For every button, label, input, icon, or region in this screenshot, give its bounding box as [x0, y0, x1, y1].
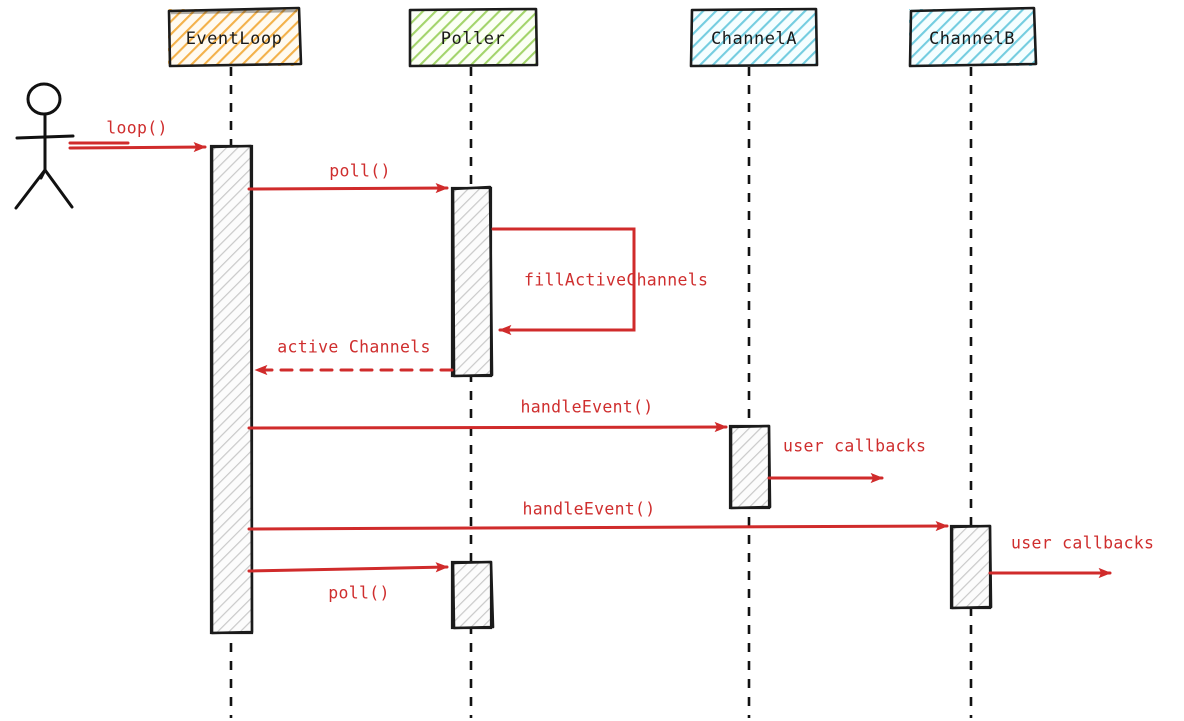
- participant-label: Poller: [441, 29, 505, 49]
- message-user-callbacks-1[interactable]: user callbacks: [767, 437, 926, 484]
- activation-channelb: [949, 524, 993, 610]
- participant-label: ChannelB: [929, 29, 1015, 49]
- message-label: poll(): [328, 584, 389, 603]
- activation-poller-2: [450, 560, 495, 630]
- activation-eventloop: [209, 144, 254, 635]
- message-label: active Channels: [277, 338, 431, 357]
- message-handleevent-2[interactable]: handleEvent(): [247, 500, 949, 532]
- participant-channela[interactable]: ChannelA: [689, 7, 819, 68]
- message-poll-1[interactable]: poll(): [247, 162, 449, 194]
- activation-poller-1: [450, 185, 494, 378]
- message-fillactivechannels[interactable]: fillActiveChannels: [491, 227, 708, 336]
- message-handleevent-1[interactable]: handleEvent(): [247, 398, 728, 433]
- participant-label: ChannelA: [711, 29, 797, 49]
- message-loop[interactable]: loop(): [68, 119, 207, 153]
- message-label: poll(): [329, 162, 390, 181]
- participant-poller[interactable]: Poller: [408, 7, 539, 68]
- message-label: user callbacks: [1011, 534, 1154, 553]
- message-label: loop(): [106, 119, 167, 138]
- actor-stick-figure[interactable]: [14, 82, 75, 210]
- participant-eventloop[interactable]: EventLoop: [167, 6, 303, 68]
- message-label: fillActiveChannels: [524, 271, 708, 290]
- message-user-callbacks-2[interactable]: user callbacks: [988, 534, 1154, 579]
- message-active-channels-return[interactable]: active Channels: [254, 338, 454, 376]
- message-label: user callbacks: [783, 437, 926, 456]
- message-poll-2[interactable]: poll(): [247, 562, 449, 603]
- participant-label: EventLoop: [186, 29, 283, 49]
- message-label: handleEvent(): [520, 398, 653, 417]
- message-label: handleEvent(): [522, 500, 655, 519]
- participant-channelb[interactable]: ChannelB: [908, 6, 1038, 68]
- activation-channela: [728, 424, 772, 510]
